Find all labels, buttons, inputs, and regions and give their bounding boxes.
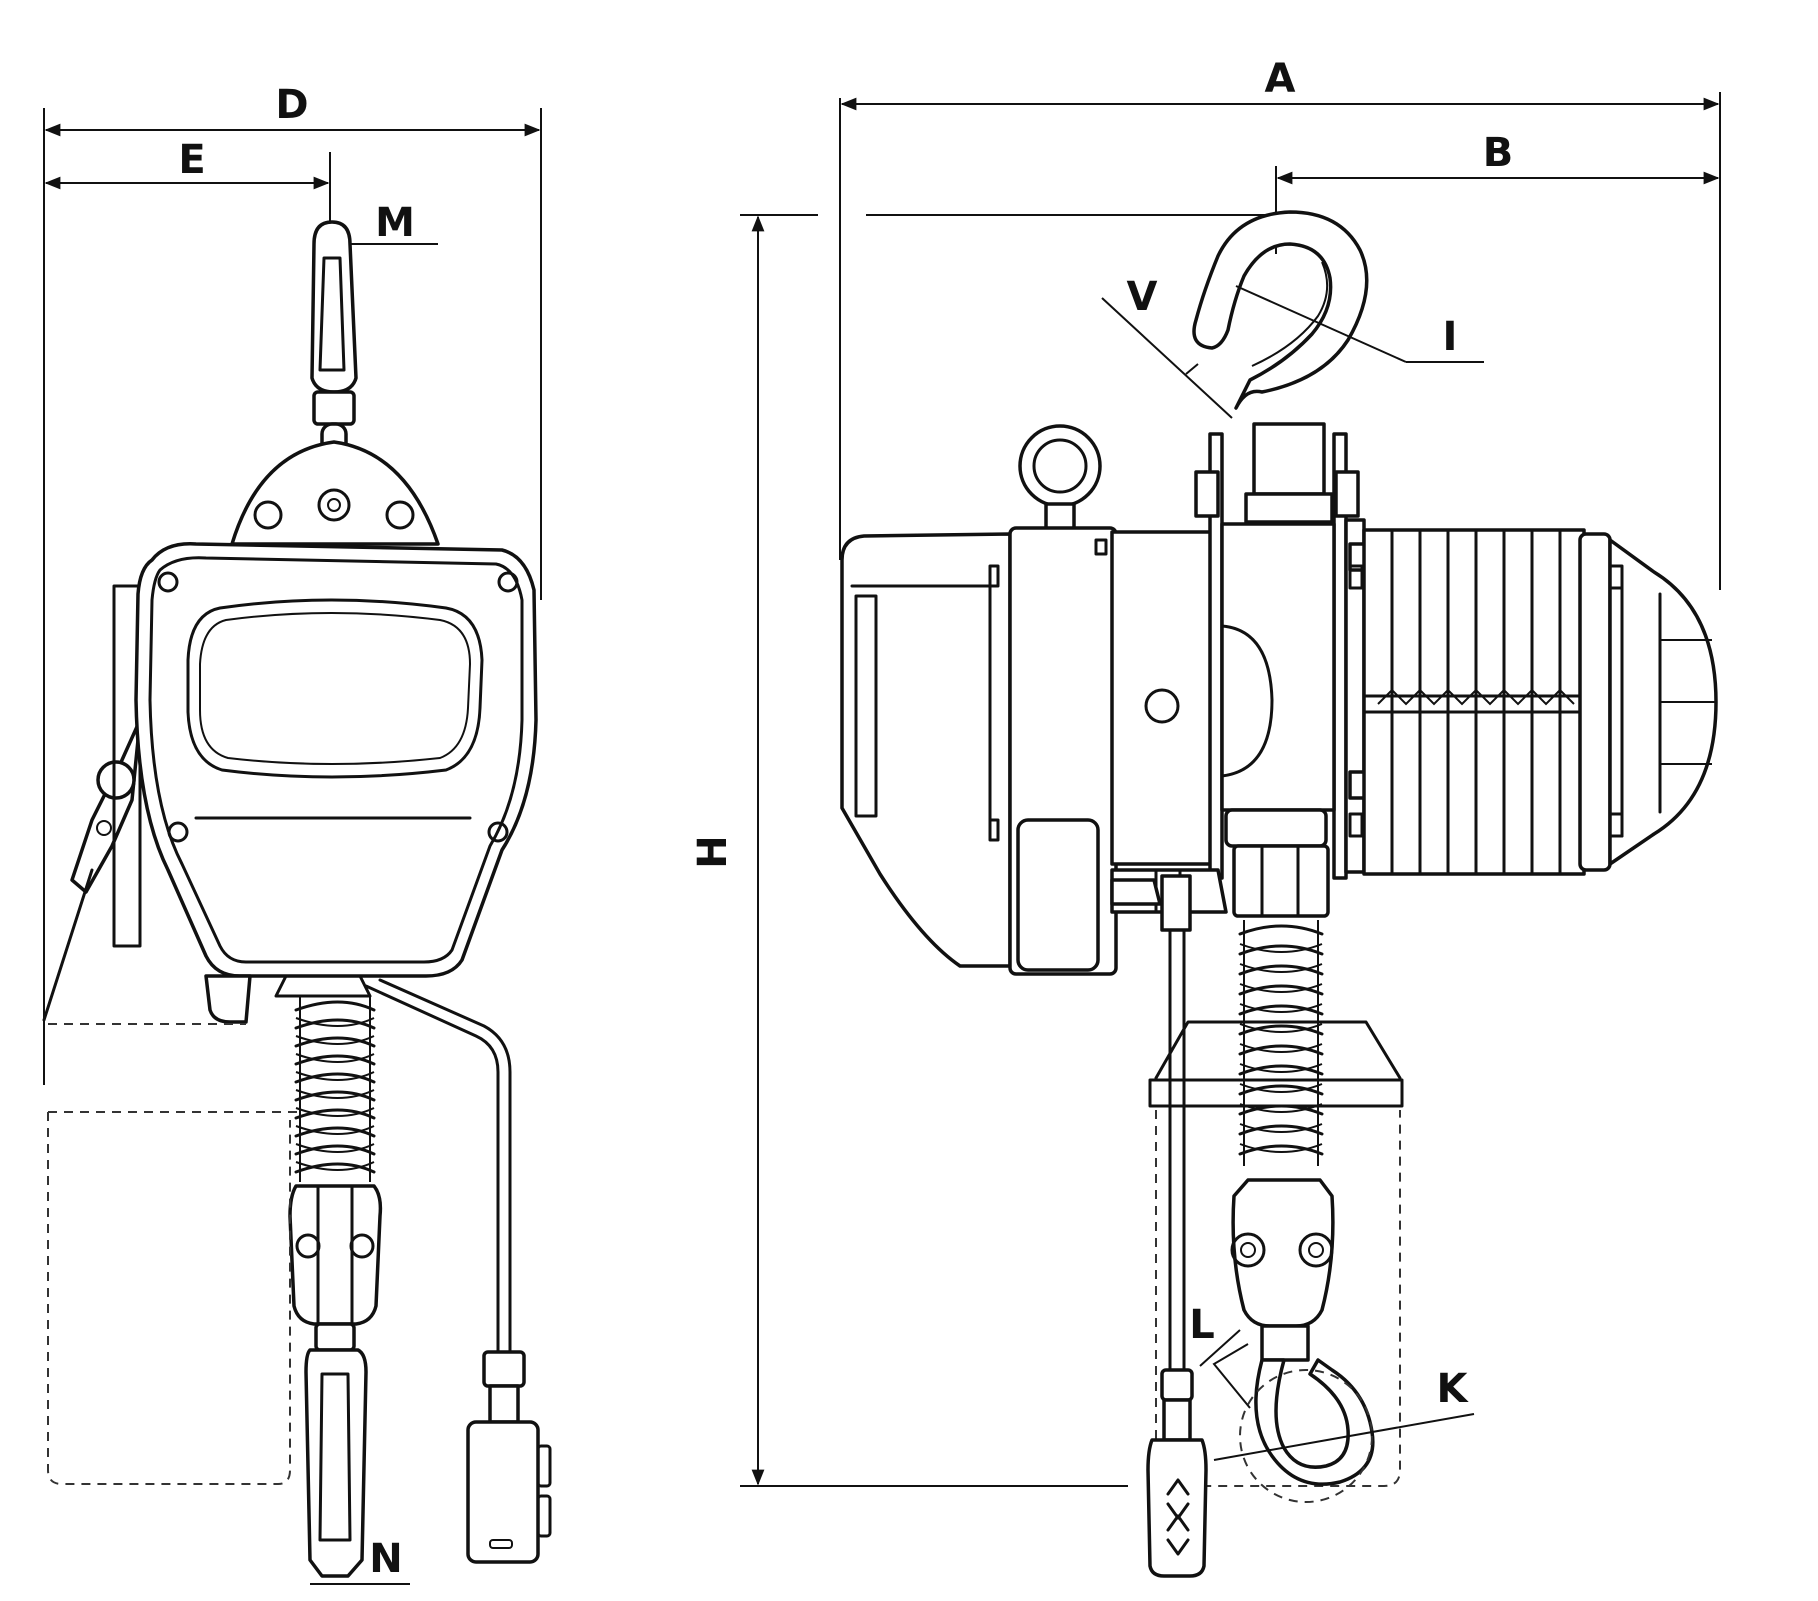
dimension-l: L — [1189, 1302, 1241, 1367]
side-view: A B H V — [690, 56, 1721, 1578]
side-chain-spring — [1238, 920, 1324, 1166]
dimension-v: V — [1101, 274, 1233, 419]
label-b: B — [1483, 130, 1514, 176]
front-bottom-block — [288, 1184, 383, 1578]
suspension-bracket — [230, 440, 440, 546]
front-housing — [134, 542, 538, 1024]
dimension-b: B — [1275, 130, 1720, 254]
dimension-i: I — [1235, 285, 1484, 363]
front-view: D E M — [42, 82, 552, 1585]
finned-motor — [1348, 528, 1718, 876]
dimension-h: H — [690, 214, 1268, 1487]
dimension-d: D — [43, 82, 542, 1085]
dimension-n: N — [310, 1536, 410, 1585]
central-frame — [1194, 432, 1378, 880]
label-d: D — [275, 82, 308, 128]
side-bottom-block — [1212, 1178, 1375, 1503]
gearbox-housing — [840, 526, 1214, 976]
dimension-e: E — [44, 137, 331, 230]
label-n: N — [369, 1536, 402, 1582]
eye-bolt — [1018, 424, 1102, 534]
label-m: M — [375, 200, 415, 246]
side-pendant — [1110, 874, 1208, 1578]
label-k: K — [1437, 1366, 1470, 1412]
front-chain-spring — [294, 996, 376, 1182]
side-top-hook — [1192, 210, 1369, 524]
arrow-up-down-icon — [1166, 1478, 1190, 1556]
label-a: A — [1265, 56, 1296, 102]
front-dashed-outline — [47, 1023, 300, 1485]
front-pendant — [364, 978, 552, 1564]
limit-lever — [42, 584, 142, 1022]
side-dashed-outline — [1148, 1020, 1404, 1487]
label-e: E — [178, 137, 205, 183]
label-i: I — [1443, 314, 1458, 360]
dimension-a: A — [839, 56, 1721, 590]
label-v: V — [1127, 274, 1158, 320]
dimension-k: K — [1213, 1366, 1475, 1461]
label-l: L — [1189, 1302, 1215, 1348]
dimension-m: M — [318, 200, 438, 246]
label-h: H — [690, 835, 736, 868]
